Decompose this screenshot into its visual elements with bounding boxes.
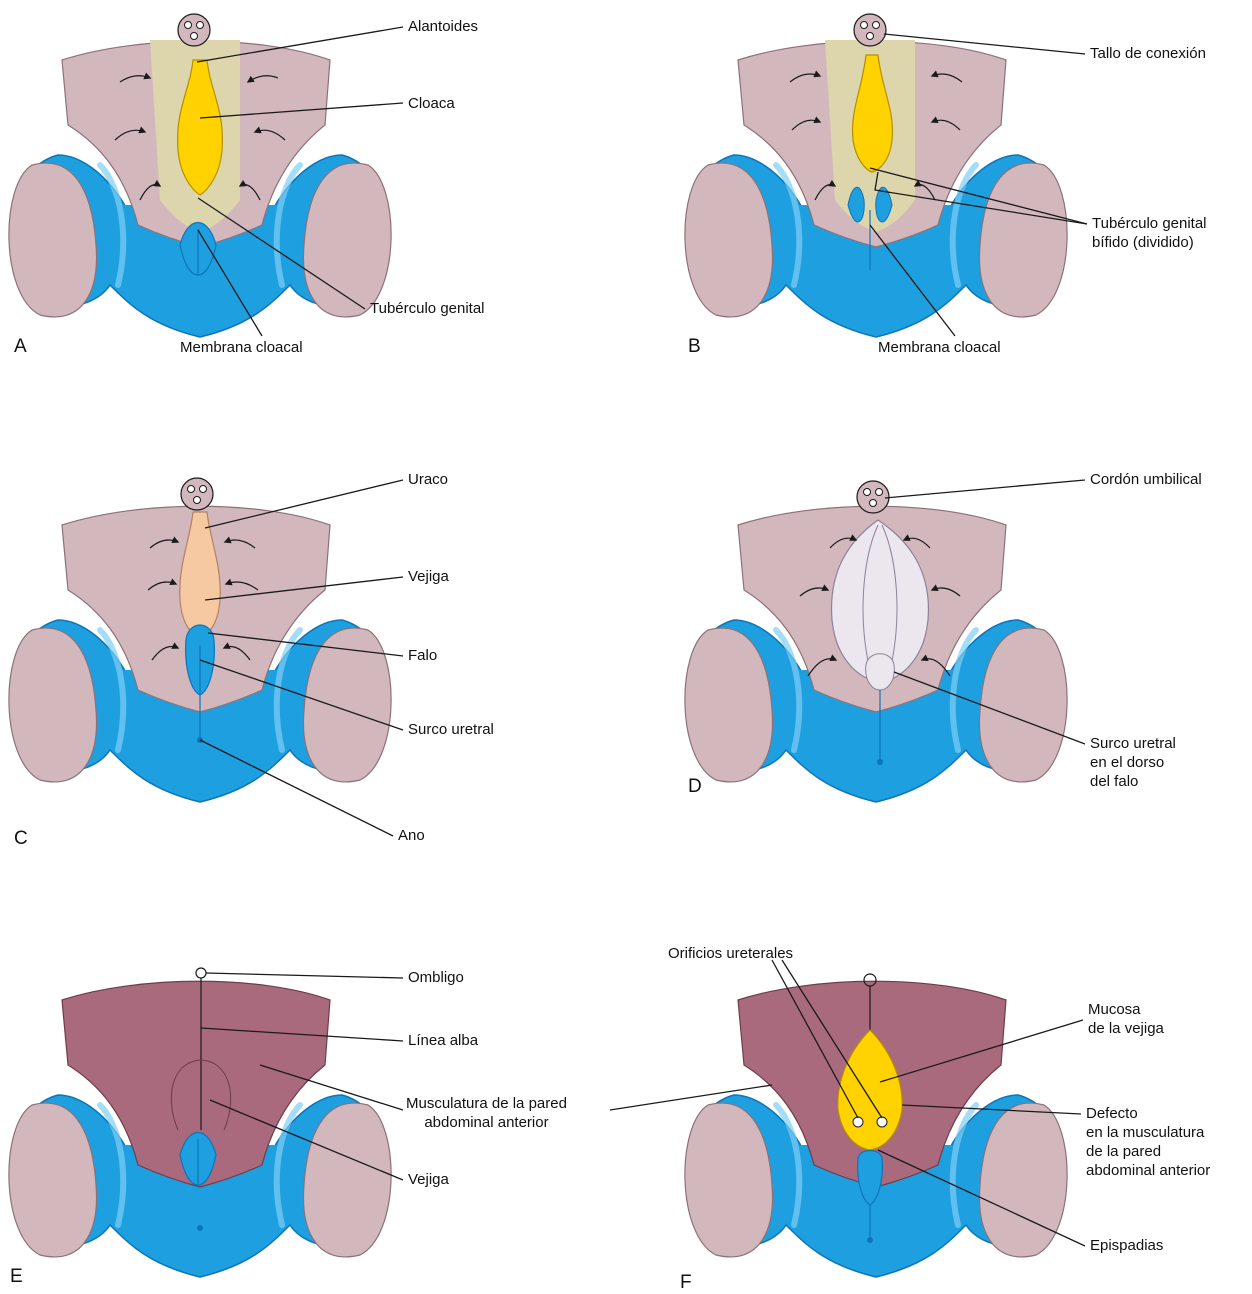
panel-c-illustration — [9, 478, 391, 802]
label-cordon-umbilical: Cordón umbilical — [1090, 470, 1202, 489]
leader-ombligo — [206, 973, 403, 978]
panel-letter-c: C — [14, 828, 28, 850]
panel-f-anus — [867, 1237, 873, 1243]
panel-f-illustration — [685, 974, 1067, 1277]
panel-a-umbilical-vessel — [185, 22, 192, 29]
label-surco-uretral: Surco uretral — [408, 720, 494, 739]
panel-letter-a: A — [14, 336, 27, 358]
panel-letter-f: F — [680, 1272, 692, 1294]
panel-d-umbilical-cord-section — [857, 481, 889, 513]
panel-b-umbilical-cord-section — [854, 14, 886, 46]
panel-a-umbilical-vessel — [197, 22, 204, 29]
label-cloaca: Cloaca — [408, 94, 455, 113]
label-tuberculo-genital: Tubérculo genital — [370, 299, 485, 318]
panel-d-phallus-groove — [866, 654, 895, 690]
panel-f-ureteral-orifice — [877, 1117, 887, 1127]
label-tuberculo-bifido: Tubérculo genital bífido (dividido) — [1092, 214, 1207, 252]
panel-c-umbilical-vessel — [188, 486, 195, 493]
panel-b-umbilical-vessel — [867, 33, 874, 40]
panel-e-anus — [197, 1225, 203, 1231]
label-falo: Falo — [408, 646, 437, 665]
panel-a-umbilical-vessel — [191, 33, 198, 40]
label-orificios-ureterales: Orificios ureterales — [668, 944, 793, 963]
leader-cordon-umbilical — [885, 480, 1085, 498]
panel-c-umbilical-vessel — [194, 497, 201, 504]
label-vejiga-c: Vejiga — [408, 567, 449, 586]
panel-c-umbilical-cord-section — [181, 478, 213, 510]
panel-letter-d: D — [688, 776, 702, 798]
panel-d-umbilical-vessel — [876, 489, 883, 496]
label-membrana-cloacal-b: Membrana cloacal — [878, 338, 1001, 357]
panel-c-umbilical-vessel — [200, 486, 207, 493]
label-alantoides: Alantoides — [408, 17, 478, 36]
label-ombligo: Ombligo — [408, 968, 464, 987]
label-ano: Ano — [398, 826, 425, 845]
label-surco-dorso: Surco uretral en el dorso del falo — [1090, 734, 1176, 791]
label-tallo-conexion: Tallo de conexión — [1090, 44, 1206, 63]
panel-d-anus — [877, 759, 883, 765]
panel-b-umbilical-vessel — [861, 22, 868, 29]
panel-d-umbilical-vessel — [870, 500, 877, 507]
label-membrana-cloacal-a: Membrana cloacal — [180, 338, 303, 357]
panel-b-illustration — [685, 14, 1067, 337]
panel-e-illustration — [9, 968, 391, 1277]
panel-d-illustration — [685, 481, 1067, 802]
panel-e-umbilicus — [196, 968, 206, 978]
panel-f-ureteral-orifice — [853, 1117, 863, 1127]
panel-a-umbilical-cord-section — [178, 14, 210, 46]
label-vejiga-e: Vejiga — [408, 1170, 449, 1189]
panel-d-umbilical-vessel — [864, 489, 871, 496]
label-defecto: Defecto en la musculatura de la pared ab… — [1086, 1104, 1210, 1180]
label-uraco: Uraco — [408, 470, 448, 489]
panel-letter-e: E — [10, 1266, 23, 1288]
label-linea-alba: Línea alba — [408, 1031, 478, 1050]
label-mucosa: Mucosa de la vejiga — [1088, 1000, 1164, 1038]
label-epispadias: Epispadias — [1090, 1236, 1163, 1255]
panel-b-umbilical-vessel — [873, 22, 880, 29]
panel-letter-b: B — [688, 336, 701, 358]
label-musculatura: Musculatura de la pared abdominal anteri… — [406, 1094, 567, 1132]
